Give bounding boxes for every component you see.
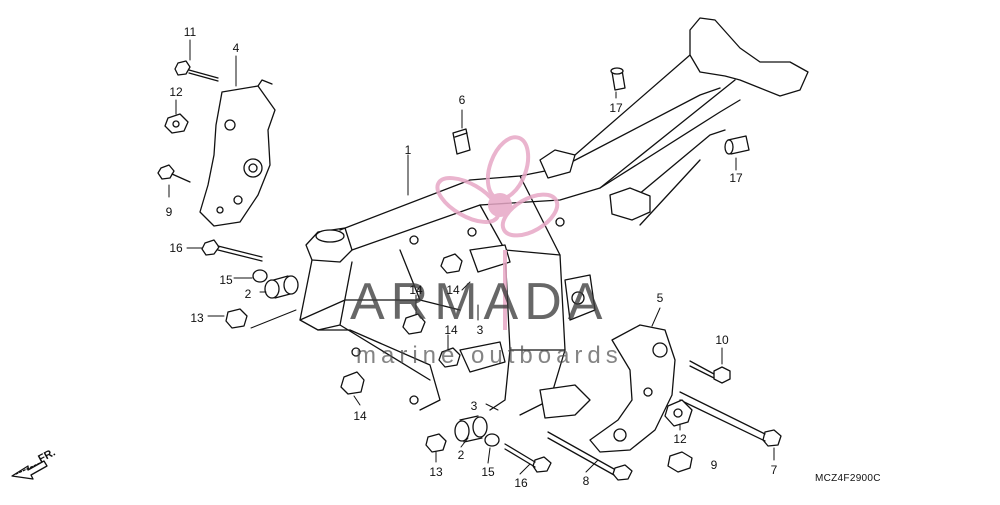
callout-label: 8 (582, 474, 590, 488)
callout-label: 14 (353, 409, 367, 423)
main-frame (299, 17, 809, 419)
nut-9-right (667, 451, 693, 473)
washer-15-bottom (484, 433, 500, 447)
callout-label: 17 (609, 101, 623, 115)
collar-2-top (264, 275, 299, 299)
callout-label: 16 (514, 476, 528, 490)
callout-label: 5 (656, 291, 664, 305)
rubber-pad-6 (452, 128, 471, 155)
rubber-17-left (610, 67, 626, 91)
nut-12-right (664, 399, 693, 427)
nut-14-c (438, 347, 461, 368)
callout-label: 13 (429, 465, 443, 479)
bolt-8 (547, 431, 633, 481)
collar-2-bottom (454, 415, 488, 443)
callout-label: 10 (715, 333, 729, 347)
diagram-code: MCZ4F2900C (815, 473, 881, 484)
watermark-logo (435, 135, 560, 330)
callout-label: 11 (183, 25, 197, 39)
callout-label: 14 (444, 323, 458, 337)
bolt-11 (174, 60, 219, 82)
callout-label: 14 (409, 283, 423, 297)
callout-label: 17 (729, 171, 743, 185)
nut-12-top (164, 113, 189, 134)
nut-13-bottom (425, 433, 447, 453)
rubber-17-right (724, 135, 750, 155)
front-direction-arrow (11, 460, 48, 480)
callout-label: 13 (190, 311, 204, 325)
nut-14-b (402, 313, 426, 335)
bolt-7 (679, 391, 782, 447)
callout-label: 9 (710, 458, 718, 472)
callout-label: 4 (232, 41, 240, 55)
callout-label: 15 (219, 273, 233, 287)
callout-label: 3 (470, 399, 478, 413)
leader-lines (168, 39, 775, 475)
callout-label: 14 (446, 283, 460, 297)
watermark-tagline: marine outboards (356, 342, 623, 369)
nut-14-a (440, 253, 463, 274)
bolt-16-top (201, 239, 263, 262)
side-bracket-5 (589, 324, 676, 453)
callout-label: 6 (458, 93, 466, 107)
callout-label: 16 (169, 241, 183, 255)
washer-15-top (252, 269, 268, 283)
callout-label: 1 (404, 143, 412, 157)
engine-hanger-bracket (199, 79, 276, 227)
bolt-10 (689, 360, 731, 384)
bolt-16-bottom (504, 443, 552, 473)
callout-label: 3 (476, 323, 484, 337)
callout-label: 12 (673, 432, 687, 446)
nut-14-d (340, 371, 365, 395)
callout-label: 12 (169, 85, 183, 99)
nut-13-left (225, 308, 248, 329)
callout-label: 2 (244, 287, 252, 301)
callout-label: 7 (770, 463, 778, 477)
callout-label: 2 (457, 448, 465, 462)
callout-label: 15 (481, 465, 495, 479)
bolt-9-left (157, 164, 191, 183)
watermark-brand: ARMADA (350, 273, 609, 331)
callout-label: 9 (165, 205, 173, 219)
